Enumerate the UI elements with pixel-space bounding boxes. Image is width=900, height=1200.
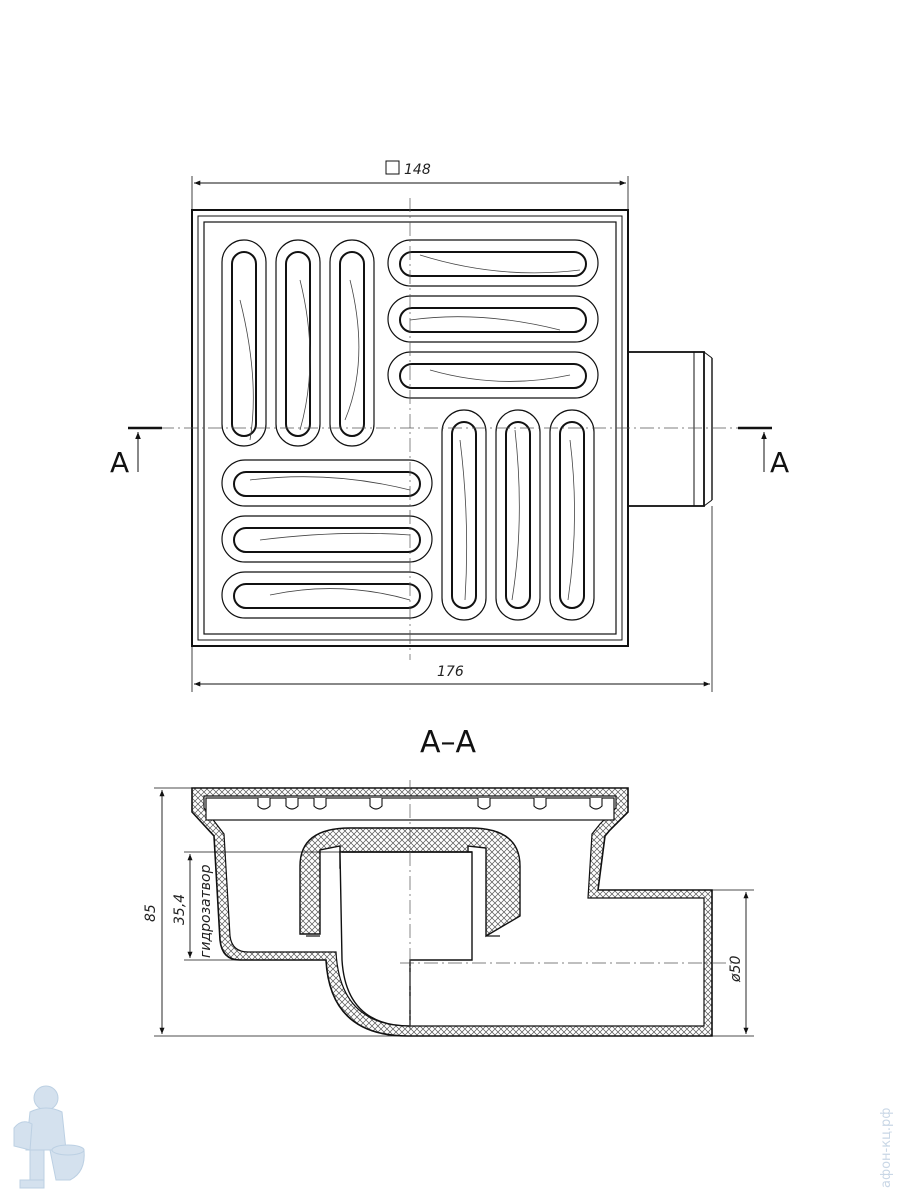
dimension-outlet bbox=[712, 889, 754, 1037]
slots-bottom-right bbox=[441, 409, 595, 621]
seal-text: гидрозатвор bbox=[198, 864, 214, 958]
section-marker-right bbox=[738, 426, 772, 472]
watermark-site: афон-кц.рф bbox=[879, 1108, 894, 1188]
outlet-pipe-top bbox=[627, 351, 705, 507]
slots-bottom-left bbox=[221, 459, 433, 619]
section-marker-left bbox=[128, 426, 162, 472]
dim-outlet-label: ø50 bbox=[728, 956, 744, 983]
square-symbol-icon bbox=[385, 160, 400, 175]
section-title: A–A bbox=[420, 725, 477, 760]
slots-top-right bbox=[387, 239, 599, 399]
top-view bbox=[160, 198, 740, 660]
dim-176-label: 176 bbox=[437, 664, 464, 680]
inner-swirl bbox=[239, 254, 581, 601]
section-view bbox=[191, 780, 740, 1037]
slots-top-left bbox=[221, 239, 375, 447]
dim-85-label: 85 bbox=[143, 904, 159, 922]
dimension-overall-width bbox=[191, 506, 713, 692]
dimension-height bbox=[154, 787, 408, 1037]
dimension-top-width bbox=[191, 160, 629, 210]
dim-148-label: 148 bbox=[404, 162, 431, 178]
dim-seal-label: 35,4 bbox=[172, 894, 188, 925]
dimension-seal bbox=[184, 851, 340, 961]
plumber-mascot-icon bbox=[13, 1085, 85, 1189]
grate-slots bbox=[257, 798, 603, 810]
section-letter-left: A bbox=[110, 446, 129, 479]
section-letter-right: A bbox=[770, 446, 789, 479]
